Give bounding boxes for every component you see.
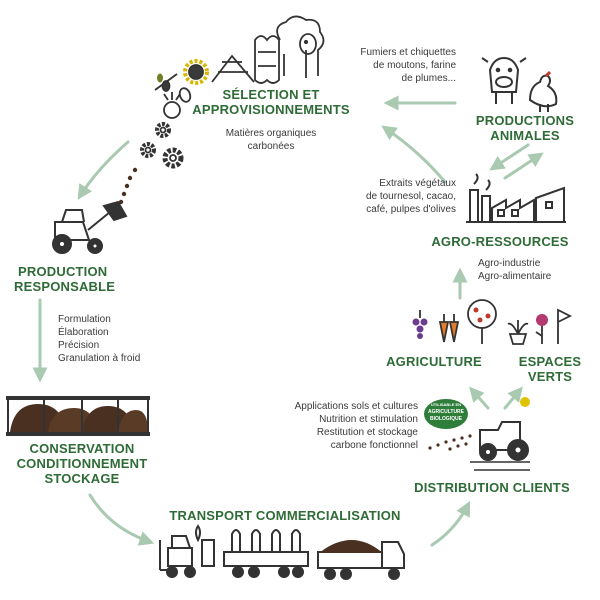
- cow-icon: [481, 56, 527, 104]
- sheep-icon: [276, 15, 325, 78]
- animales-title-line1: PRODUCTIONS: [475, 113, 575, 128]
- extraits-line2: de tournesol, cacao,: [365, 191, 456, 202]
- storage-bunkers-icon: [6, 396, 150, 436]
- agro-ressources-title: AGRO-RESSOURCES: [431, 234, 569, 249]
- distribution-note-line4: carbone fonctionnel: [330, 440, 418, 451]
- extraits-line1: Extraits végétaux: [379, 178, 456, 189]
- selection-title-line1: SÉLECTION ET: [222, 87, 320, 102]
- hay-bale-icon: [254, 35, 280, 84]
- arrow-distribution-to-agriculture: [469, 386, 490, 410]
- wheat-bundle-icon: [211, 54, 255, 83]
- extraits-line3: café, pulpes d'olives: [366, 204, 456, 215]
- arrow-selection-to-production: [77, 140, 130, 200]
- coffee-bean-icon: [178, 87, 192, 103]
- spreader-tractor-icon: [470, 421, 530, 471]
- animales-note-line1: Fumiers et chiquettes: [360, 47, 456, 58]
- arrow-agro-to-selection: [381, 125, 447, 184]
- distribution-note-line2: Nutrition et stimulation: [319, 414, 418, 425]
- production-note-line1: Formulation: [58, 314, 111, 325]
- selection-title-line2: APPROVISIONNEMENTS: [192, 102, 350, 117]
- olive-branch-icon: [154, 73, 178, 92]
- organic-badge-icon: [424, 399, 468, 429]
- spread-particles-icon: [428, 434, 472, 451]
- arrow-distribution-to-espaces-verts: [503, 386, 523, 410]
- golf-flag-icon: [557, 308, 573, 344]
- cycle-arrows: [32, 95, 544, 547]
- forklift-icon: [159, 524, 215, 578]
- selection-note-line1: Matières organiques: [225, 128, 317, 139]
- sun-icon: [520, 397, 530, 407]
- arrow-conservation-to-transport: [88, 493, 155, 546]
- selection-note-line2: carbonées: [247, 141, 295, 152]
- selection-illustration: [154, 15, 325, 119]
- organic-badge-line2: AGRICULTURE: [427, 409, 464, 415]
- fruit-tree-icon: [467, 299, 497, 344]
- conservation-title-line1: CONSERVATION: [29, 441, 135, 456]
- production-title-line1: PRODUCTION: [18, 264, 108, 279]
- grapes-icon: [412, 310, 428, 339]
- factory-icon: [466, 173, 566, 223]
- transport-title: TRANSPORT COMMERCIALISATION: [169, 508, 401, 523]
- gears-icon: [140, 122, 184, 169]
- agro-note-line1: Agro-industrie: [478, 258, 541, 269]
- big-bags-truck-icon: [223, 529, 309, 578]
- carrots-icon: [438, 314, 460, 343]
- sunflower-icon: [183, 59, 209, 85]
- hen-icon: [528, 70, 558, 112]
- conservation-title-line3: STOCKAGE: [44, 471, 120, 486]
- distribution-title: DISTRIBUTION CLIENTS: [414, 480, 570, 495]
- arrow-transport-to-distribution: [430, 501, 471, 547]
- loader-tractor-icon: [52, 200, 128, 254]
- conservation-title-line2: CONDITIONNEMENT: [16, 456, 148, 471]
- distribution-note-line3: Restitution et stockage: [316, 427, 418, 438]
- potted-plant-icon: [507, 320, 529, 345]
- distribution-note-line1: Applications sols et cultures: [294, 401, 418, 412]
- production-note-line3: Précision: [58, 340, 100, 351]
- agriculture-illustration: [412, 299, 573, 345]
- bulk-truck-icon: [317, 540, 405, 580]
- arrow-productions-animales-to-agro: [489, 143, 530, 171]
- production-note-line2: Élaboration: [58, 327, 109, 338]
- animales-note-line3: de plumes...: [401, 73, 456, 84]
- agro-note-line2: Agro-alimentaire: [478, 271, 552, 282]
- beet-icon: [163, 92, 181, 119]
- production-note-line4: Granulation à froid: [58, 353, 141, 364]
- production-title-line2: RESPONSABLE: [14, 279, 116, 294]
- animales-title-line2: ANIMALES: [490, 128, 560, 143]
- flower-icon: [535, 314, 548, 344]
- arrow-agro-to-productions-animales: [503, 152, 544, 180]
- espaces-verts-title-line1: ESPACES: [518, 354, 582, 369]
- espaces-verts-title-line2: VERTS: [527, 369, 573, 384]
- agriculture-title: AGRICULTURE: [386, 354, 482, 369]
- organic-badge-line3: BIOLOGIQUE: [430, 416, 462, 422]
- organic-badge-line1: UTILISABLE EN: [430, 402, 462, 407]
- animales-note-line2: de moutons, farine: [373, 60, 456, 71]
